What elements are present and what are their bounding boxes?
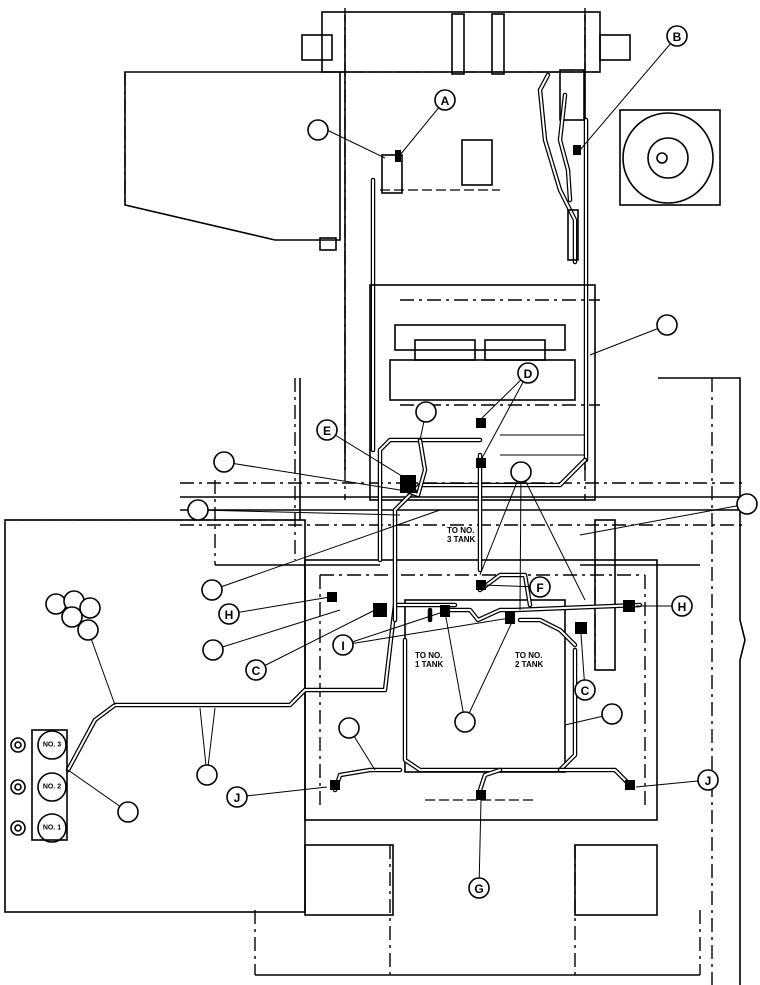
callout-blank bbox=[338, 717, 360, 739]
battery-box bbox=[369, 284, 600, 501]
svg-text:C: C bbox=[252, 664, 261, 678]
callout-c-right: C bbox=[574, 679, 596, 701]
tank-label-no3: NO. 3 bbox=[43, 742, 61, 749]
tank-label-no1: NO. 1 bbox=[43, 825, 61, 832]
leader-lines bbox=[67, 35, 748, 889]
callout-j-right: J bbox=[697, 769, 719, 791]
callout-blank bbox=[510, 461, 532, 483]
svg-text:B: B bbox=[673, 30, 682, 44]
callout-blank bbox=[45, 593, 67, 615]
callout-j-left: J bbox=[226, 786, 248, 808]
filter-assembly-b bbox=[537, 69, 585, 265]
callout-blank bbox=[656, 314, 678, 336]
callout-h-left: H bbox=[218, 603, 240, 625]
callout-i: I bbox=[332, 634, 354, 656]
callout-d: D bbox=[517, 362, 539, 384]
svg-text:A: A bbox=[441, 94, 450, 108]
callout-f: F bbox=[529, 576, 551, 598]
callout-b: B bbox=[666, 25, 688, 47]
svg-text:G: G bbox=[474, 882, 483, 896]
cross-members bbox=[180, 480, 745, 566]
callout-blank bbox=[77, 619, 99, 641]
callout-blank bbox=[187, 499, 209, 521]
svg-text:C: C bbox=[581, 684, 590, 698]
frame-fuel-lines bbox=[370, 117, 589, 463]
callout-blank bbox=[454, 711, 476, 733]
callout-blank bbox=[201, 579, 223, 601]
tank-label-no2: NO. 2 bbox=[43, 784, 61, 791]
left-frame bbox=[294, 378, 301, 560]
callout-blank bbox=[202, 639, 224, 661]
left-tank-panel bbox=[4, 519, 306, 913]
tank-gauges: NO. 3 NO. 2 NO. 1 bbox=[10, 729, 68, 843]
svg-text:H: H bbox=[678, 600, 687, 614]
right-frame bbox=[594, 377, 746, 985]
callout-blank bbox=[601, 703, 623, 725]
note-to-no3-line2: 3 TANK bbox=[447, 535, 476, 544]
note-to-no2-line1: TO NO. bbox=[515, 651, 542, 660]
note-to-no1-line1: TO NO. bbox=[415, 651, 442, 660]
left-step-box bbox=[124, 71, 341, 251]
right-pulley bbox=[619, 109, 721, 206]
upper-frame bbox=[301, 8, 631, 500]
note-to-no2-line2: 2 TANK bbox=[515, 660, 544, 669]
callout-e: E bbox=[316, 419, 338, 441]
lower-frame bbox=[254, 559, 701, 976]
svg-text:F: F bbox=[536, 581, 543, 595]
svg-text:J: J bbox=[705, 774, 712, 788]
callout-blank bbox=[307, 119, 329, 141]
svg-text:J: J bbox=[234, 791, 241, 805]
callout-blank bbox=[117, 801, 139, 823]
callout-blank bbox=[196, 764, 218, 786]
svg-text:I: I bbox=[341, 639, 344, 653]
callout-h-right: H bbox=[671, 595, 693, 617]
tank-notes: TO NO. 3 TANK TO NO. 1 TANK TO NO. 2 TAN… bbox=[415, 526, 544, 669]
callout-blank bbox=[736, 493, 758, 515]
callout-a: A bbox=[434, 89, 456, 111]
note-to-no3-line1: TO NO. bbox=[447, 526, 474, 535]
bracket-a bbox=[380, 139, 500, 194]
callout-g: G bbox=[468, 877, 490, 899]
svg-text:H: H bbox=[225, 608, 234, 622]
callout-blank bbox=[213, 451, 235, 473]
callout-blank bbox=[79, 597, 101, 619]
callout-blank bbox=[61, 606, 83, 628]
callout-c-left: C bbox=[245, 659, 267, 681]
svg-text:D: D bbox=[524, 367, 533, 381]
note-to-no1-line2: 1 TANK bbox=[415, 660, 444, 669]
blank-callouts bbox=[45, 119, 758, 823]
callout-blank bbox=[415, 401, 437, 423]
lettered-callouts: A B D E F H H I bbox=[218, 25, 719, 899]
svg-text:E: E bbox=[323, 424, 331, 438]
